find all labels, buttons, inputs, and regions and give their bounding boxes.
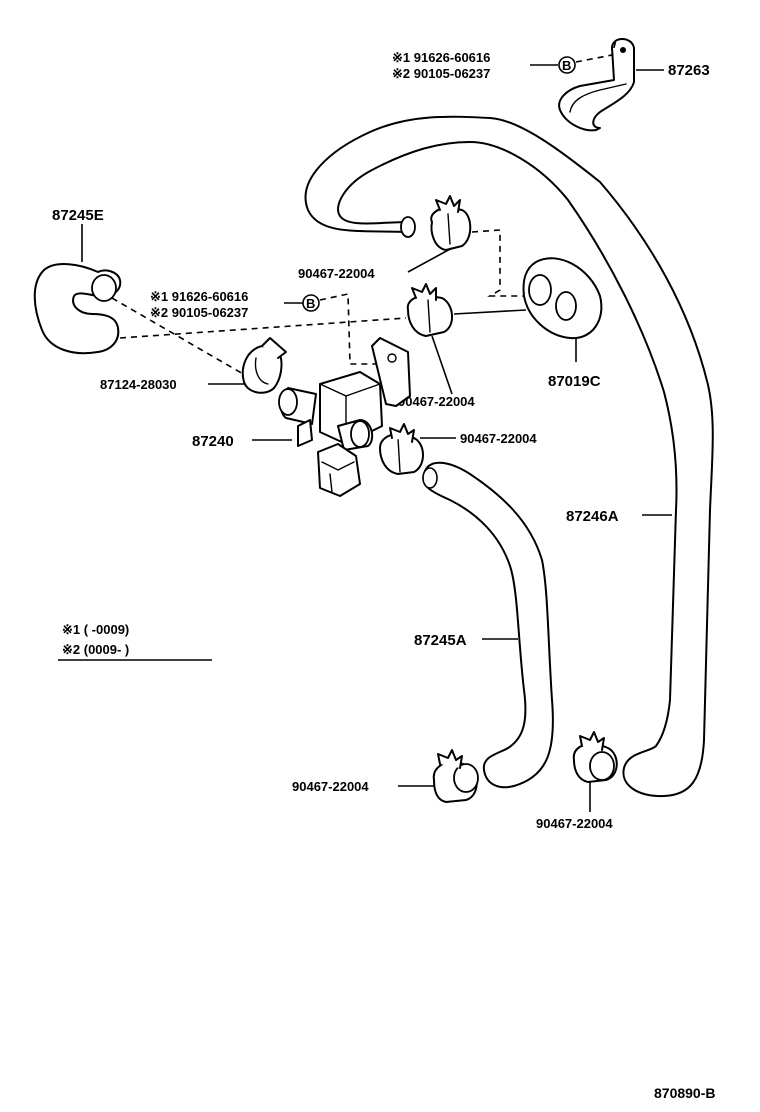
label-87245A: 87245A: [414, 632, 467, 649]
label-clip-2: 90467-22004: [398, 394, 475, 409]
svg-text:B: B: [306, 296, 315, 311]
bolt-ref-mid-1: ※1 91626-60616: [150, 289, 248, 304]
label-87245E: 87245E: [52, 207, 104, 224]
bolt-ref-top-1: ※1 91626-60616: [392, 50, 490, 65]
bolt-marker-top: B: [558, 56, 576, 74]
valve-87240: [278, 337, 411, 497]
label-87240: 87240: [192, 433, 234, 450]
clip-mid: [406, 283, 453, 337]
bolt-ref-top-2: ※2 90105-06237: [392, 66, 490, 81]
label-clip-1: 90467-22004: [298, 266, 375, 281]
note-2: ※2 (0009- ): [62, 642, 129, 657]
diagram-id: 870890-B: [654, 1085, 716, 1101]
bolt-marker-mid: B: [302, 294, 320, 312]
clip-bottom-right: [572, 731, 618, 783]
label-87246A: 87246A: [566, 508, 619, 525]
note-1: ※1 ( -0009): [62, 622, 129, 637]
hose-87246A: [304, 115, 714, 798]
label-87124-28030: 87124-28030: [100, 377, 177, 392]
label-87019C: 87019C: [548, 373, 601, 390]
bracket-87263: [558, 38, 635, 132]
label-clip-4: 90467-22004: [292, 779, 369, 794]
label-clip-5: 90467-22004: [536, 816, 613, 831]
clip-top: [430, 195, 472, 251]
bolt-ref-mid-2: ※2 90105-06237: [150, 305, 248, 320]
label-87263: 87263: [668, 62, 710, 79]
hose-87245E: [33, 263, 122, 355]
clip-bottom-left: [432, 749, 479, 803]
clip-mid-right: [379, 423, 424, 475]
label-clip-3: 90467-22004: [460, 431, 537, 446]
svg-text:B: B: [562, 58, 571, 73]
clamp-87124-28030: [241, 337, 287, 394]
hose-87245A: [422, 461, 554, 789]
grommet-87019C: [522, 257, 603, 340]
